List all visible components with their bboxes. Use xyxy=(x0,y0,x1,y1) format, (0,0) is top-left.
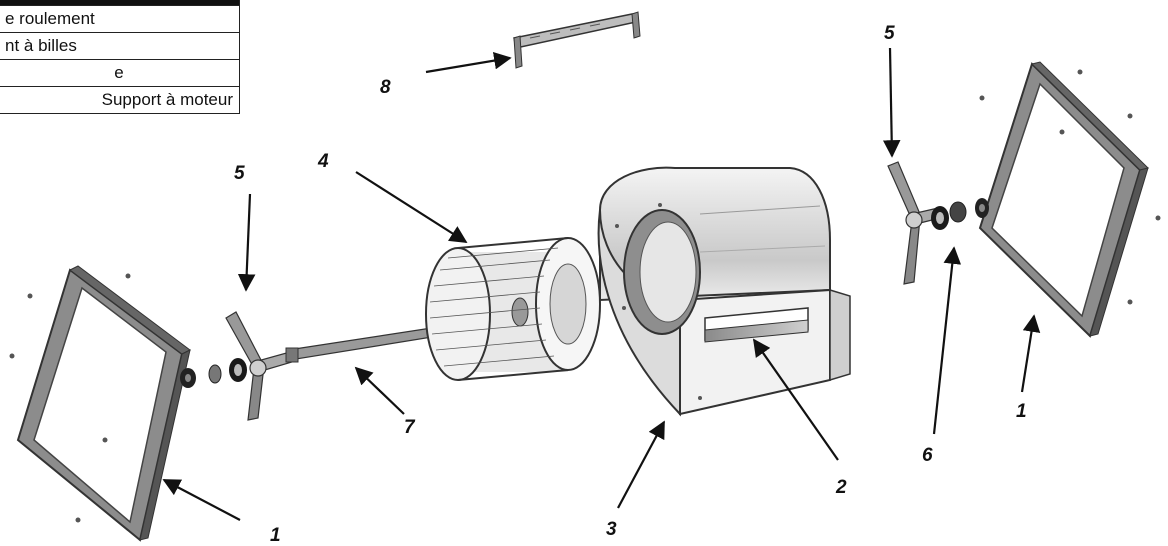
legend-row-label: nt à billes xyxy=(0,32,240,60)
arrow-1-right xyxy=(1020,314,1041,393)
arrow-5-right xyxy=(882,47,901,158)
callout-1-right: 1 xyxy=(1016,401,1027,422)
parts-legend: e roulement nt à billes e Support à mote… xyxy=(0,0,240,114)
left-frame xyxy=(9,265,191,542)
arrow-4 xyxy=(355,171,468,243)
arrow-2 xyxy=(752,338,839,461)
blower-housing xyxy=(597,166,851,417)
left-motor-support xyxy=(225,311,293,421)
callout-5-left: 5 xyxy=(234,163,245,184)
arrow-8 xyxy=(425,51,512,74)
legend-row: Support à moteur xyxy=(0,86,240,114)
right-motor-support xyxy=(887,161,941,285)
impeller-wheel xyxy=(425,237,601,381)
arrow-3 xyxy=(617,420,665,509)
right-bearing-assembly xyxy=(931,198,989,230)
callout-6: 6 xyxy=(922,445,933,466)
legend-row: e xyxy=(0,59,240,87)
arrow-6 xyxy=(932,246,962,435)
legend-row: nt à billes xyxy=(0,32,240,60)
callout-3: 3 xyxy=(606,519,617,540)
callout-1-left: 1 xyxy=(270,525,281,546)
legend-row: e roulement xyxy=(0,5,240,33)
legend-row-label: e xyxy=(0,59,240,87)
callout-arrows xyxy=(162,47,1041,521)
callout-8: 8 xyxy=(380,77,391,98)
callout-4: 4 xyxy=(318,151,329,172)
arrow-5-left xyxy=(237,193,256,292)
right-frame xyxy=(978,61,1161,338)
callout-2: 2 xyxy=(836,477,847,498)
top-bracket xyxy=(513,11,641,69)
left-bearing-assembly xyxy=(180,358,247,388)
callout-7: 7 xyxy=(404,417,415,438)
legend-row-label: Support à moteur xyxy=(0,86,240,114)
legend-row-label: e roulement xyxy=(0,5,240,33)
arrow-1-left xyxy=(162,479,241,521)
callout-5-right: 5 xyxy=(884,23,895,44)
arrow-7 xyxy=(354,366,405,415)
